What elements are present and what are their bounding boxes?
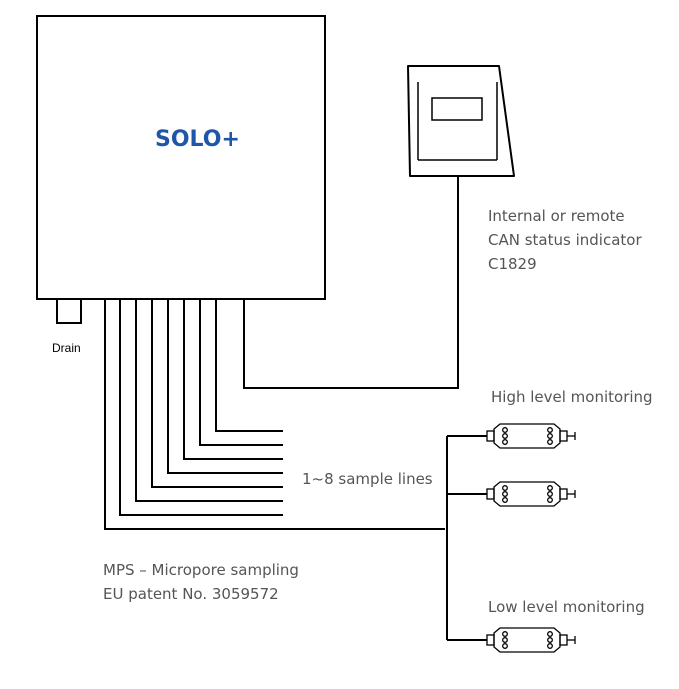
sample-lines (104, 299, 445, 530)
sample-line-6 (183, 299, 283, 460)
drain-label: Drain (52, 341, 81, 355)
sample-line-5 (167, 299, 283, 474)
sample-line-8 (215, 299, 283, 432)
indicator-caption: Internal or remote CAN status indicator … (488, 207, 646, 273)
sample-line-1 (104, 299, 445, 530)
sampling-point-high-2 (486, 481, 576, 507)
brand-logo: SOLO+ (155, 127, 240, 152)
sample-line-2 (119, 299, 283, 516)
solo-plus-unit (36, 15, 326, 300)
high-level-label: High level monitoring (491, 388, 653, 406)
low-level-label: Low level monitoring (488, 598, 645, 616)
can-status-indicator (407, 65, 515, 177)
sampling-point-low (486, 627, 576, 653)
sample-lines-label: 1~8 sample lines (302, 470, 433, 488)
monitoring-manifold (446, 435, 487, 641)
mps-caption: MPS – Micropore sampling EU patent No. 3… (103, 561, 304, 603)
sample-line-3 (135, 299, 283, 502)
sample-line-7 (199, 299, 283, 446)
sampling-point-high-1 (486, 423, 576, 449)
sample-line-4 (151, 299, 283, 488)
indicator-cable (243, 176, 459, 389)
drain-outlet (56, 298, 82, 324)
indicator-display (431, 97, 483, 121)
